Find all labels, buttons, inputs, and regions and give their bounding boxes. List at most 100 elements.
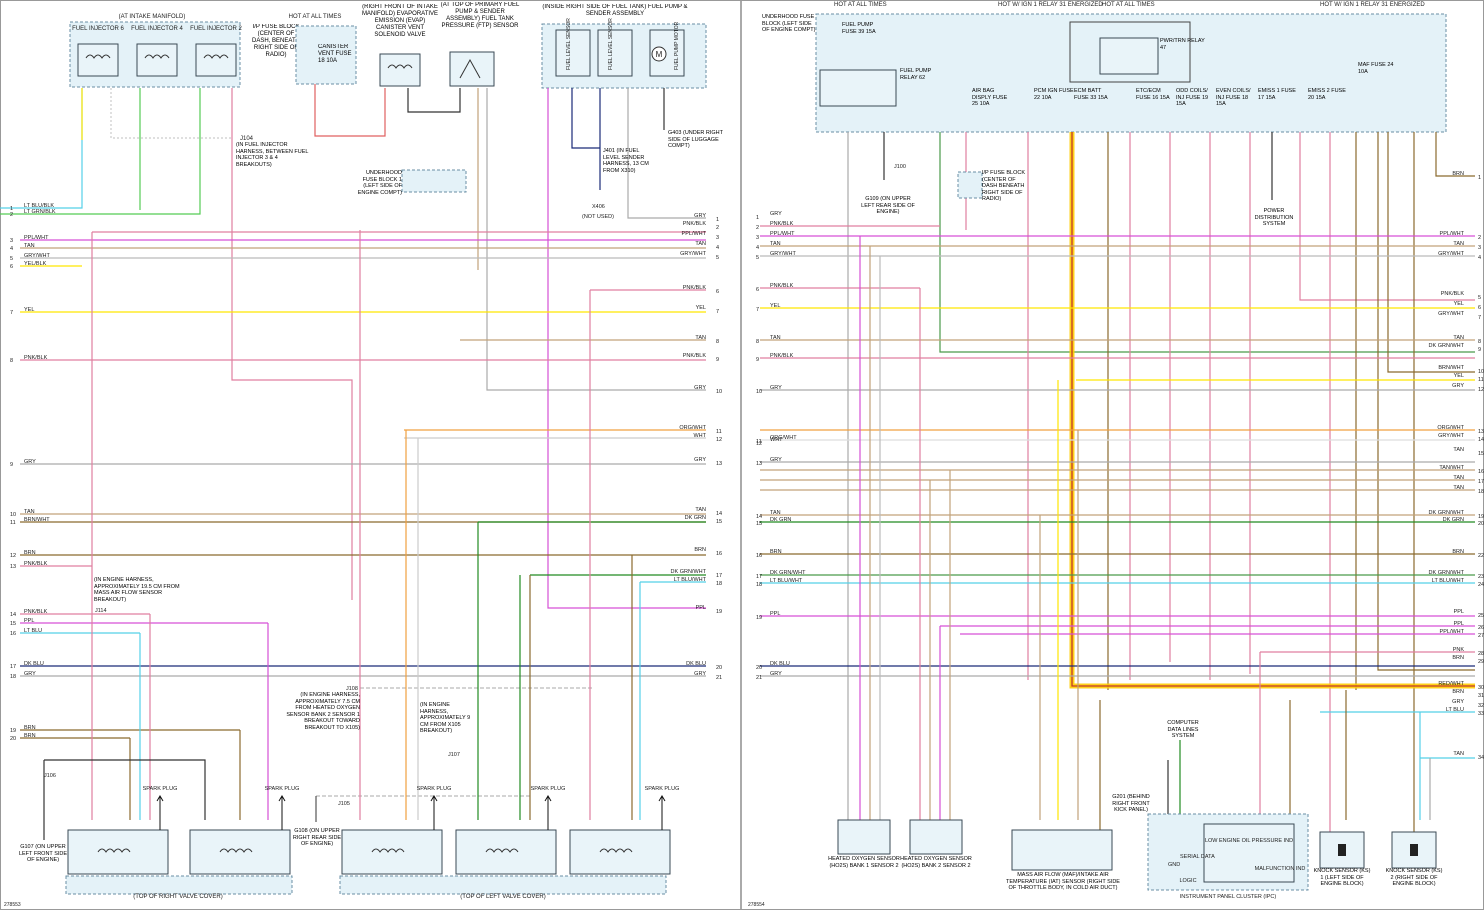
knock-sensor-2-icon <box>1410 844 1418 856</box>
wire-number: 8 <box>10 358 13 364</box>
wire-color-label: PPL <box>24 618 34 624</box>
wire-color-label: BRN/WHT <box>24 517 50 523</box>
wire-color-label: GRY/WHT <box>680 251 707 257</box>
wire-color-label: GRY/WHT <box>770 251 797 257</box>
ho2s-2-label: HEATED OXYGEN SENSOR (HO2S) BANK 2 SENSO… <box>900 856 972 869</box>
wire-number: 27 <box>1478 633 1484 639</box>
fuse-label: ECM BATT FUSE 33 15A <box>1074 88 1108 101</box>
wire-number: 2 <box>716 225 719 231</box>
ipc-label: INSTRUMENT PANEL CLUSTER (IPC) <box>1180 894 1277 900</box>
wire-color-label: GRY/WHT <box>1438 311 1465 317</box>
fuel-tank-note: (INSIDE RIGHT SIDE OF FUEL TANK) FUEL PU… <box>542 4 687 17</box>
wire-color-label: PPL/WHT <box>1440 629 1465 635</box>
wire-number: 21 <box>756 675 762 681</box>
fuse-label: AIR BAG DISPLY FUSE 25 10A <box>972 88 1007 107</box>
wire-number: 11 <box>756 439 762 445</box>
ignition-coil: SPARK PLUGIGNITION COIL 6 <box>569 786 680 886</box>
injector-2: FUEL INJECTOR 2 <box>190 26 242 77</box>
computer-data-note: COMPUTER DATA LINES SYSTEM <box>1167 720 1198 739</box>
injector-6-label: FUEL INJECTOR 6 <box>72 26 124 32</box>
wire-color-label: TAN <box>1453 485 1464 491</box>
coil-winding-icon <box>97 848 131 853</box>
ignition-coil: SPARK PLUGIGNITION COIL 2 <box>341 786 451 886</box>
ignition-coil-body <box>341 829 443 875</box>
wire-color-label: GRY <box>770 671 782 677</box>
left-coil-feeds <box>43 230 641 840</box>
wire-color-label: WHT <box>770 437 783 443</box>
knock-sensor-1-icon <box>1338 844 1346 856</box>
injector-2-body <box>195 43 237 77</box>
wire-number: 7 <box>10 310 13 316</box>
g109-note: G109 (ON UPPER LEFT REAR SIDE OF ENGINE) <box>861 196 915 215</box>
fuel-level-sensor-1 <box>555 29 591 77</box>
wire-color-label: YEL <box>1454 373 1464 379</box>
wire-number: 5 <box>1478 295 1481 301</box>
j107-note: (IN ENGINE HARNESS, APPROXIMATELY 9 CM F… <box>420 702 470 734</box>
wire-number: 7 <box>1478 315 1481 321</box>
wire-number: 9 <box>716 357 719 363</box>
wire-color-label: DK GRN <box>685 515 706 521</box>
coil-winding-icon <box>599 848 633 853</box>
wire-number: 15 <box>1478 451 1484 457</box>
wire-number: 12 <box>1478 387 1484 393</box>
j100-label: J100 <box>894 164 906 170</box>
injector-2-label: FUEL INJECTOR 2 <box>190 26 242 32</box>
evap-note: (RIGHT FRONT OF INTAKE MANIFOLD) EVAPORA… <box>362 4 438 38</box>
wire-number: 17 <box>10 664 16 670</box>
wire-color-label: GRY/WHT <box>24 253 51 259</box>
power-dist-note: POWER DISTRIBUTION SYSTEM <box>1255 208 1294 227</box>
j114-label: J114 <box>95 608 107 614</box>
fuel-level-sensor-2 <box>597 29 633 77</box>
injector-6: FUEL INJECTOR 6 <box>72 26 124 77</box>
fuel-level-sensor-1-label: FUEL LEVEL SENSOR <box>566 18 572 70</box>
wire-color-label: TAN <box>695 507 706 513</box>
wire-number: 10 <box>716 389 722 395</box>
pwrtrn-relay-note: PWR/TRN RELAY 47 <box>1160 38 1205 51</box>
wire-color-label: TAN <box>770 335 781 341</box>
fuse-label: EMISS 1 FUSE 17 15A <box>1258 88 1296 101</box>
wire-color-label: BRN <box>24 733 36 739</box>
wire-number: 13 <box>756 461 762 467</box>
wire-color-label: PNK/BLK <box>24 355 48 361</box>
ignition-coil-body <box>67 829 169 875</box>
wire-color-label: DK GRN/WHT <box>770 570 806 576</box>
wire-color-label: PNK/BLK <box>683 285 707 291</box>
evap-valve <box>379 53 421 87</box>
wire-color-label: WHT <box>693 433 706 439</box>
wire-color-label: PNK <box>1453 647 1465 653</box>
wire-number: 11 <box>716 429 722 435</box>
wire-number: 6 <box>756 287 759 293</box>
injector-6-body <box>77 43 119 77</box>
j104-note: (IN FUEL INJECTOR HARNESS, BETWEEN FUEL … <box>236 142 308 168</box>
wire-color-label: GRY <box>694 457 706 463</box>
wire-number: 9 <box>1478 347 1481 353</box>
left-panel: (AT INTAKE MANIFOLD) FUEL INJECTOR 6 FUE… <box>0 2 723 908</box>
wire-number: 18 <box>756 582 762 588</box>
spark-plug-label: SPARK PLUG <box>143 786 178 792</box>
knock-sensor-2 <box>1391 831 1437 869</box>
wire-number: 21 <box>716 675 722 681</box>
wire-number: 10 <box>1478 369 1484 375</box>
fuse-label: ETC/ECM FUSE 16 15A <box>1136 88 1170 101</box>
logic-label: LOGIC <box>1179 878 1196 884</box>
right-valve-cover-label: (TOP OF RIGHT VALVE COVER) <box>133 894 222 900</box>
spark-plug-label: SPARK PLUG <box>645 786 680 792</box>
wire-number: 9 <box>756 357 759 363</box>
solenoid-icon <box>387 64 413 69</box>
pwrtrn-relay <box>1099 37 1159 75</box>
fuse-label: EVEN COILS/ INJ FUSE 18 15A <box>1216 88 1251 107</box>
wire-number: 8 <box>1478 339 1481 345</box>
wire-number: 5 <box>10 256 13 262</box>
wire-color-label: YEL <box>696 305 706 311</box>
wire-color-label: TAN <box>1453 475 1464 481</box>
wire-number: 4 <box>1478 255 1481 261</box>
wire-color-label: GRY <box>694 671 706 677</box>
wire-color-label: TAN <box>1453 447 1464 453</box>
spark-plug-label: SPARK PLUG <box>531 786 566 792</box>
malf-label: MALFUNCTION IND <box>1255 866 1306 872</box>
wire-number: 34 <box>1478 755 1484 761</box>
wire-color-label: BRN <box>1452 689 1464 695</box>
wire-color-label: BRN <box>1452 549 1464 555</box>
wire-color-label: TAN <box>24 509 35 515</box>
